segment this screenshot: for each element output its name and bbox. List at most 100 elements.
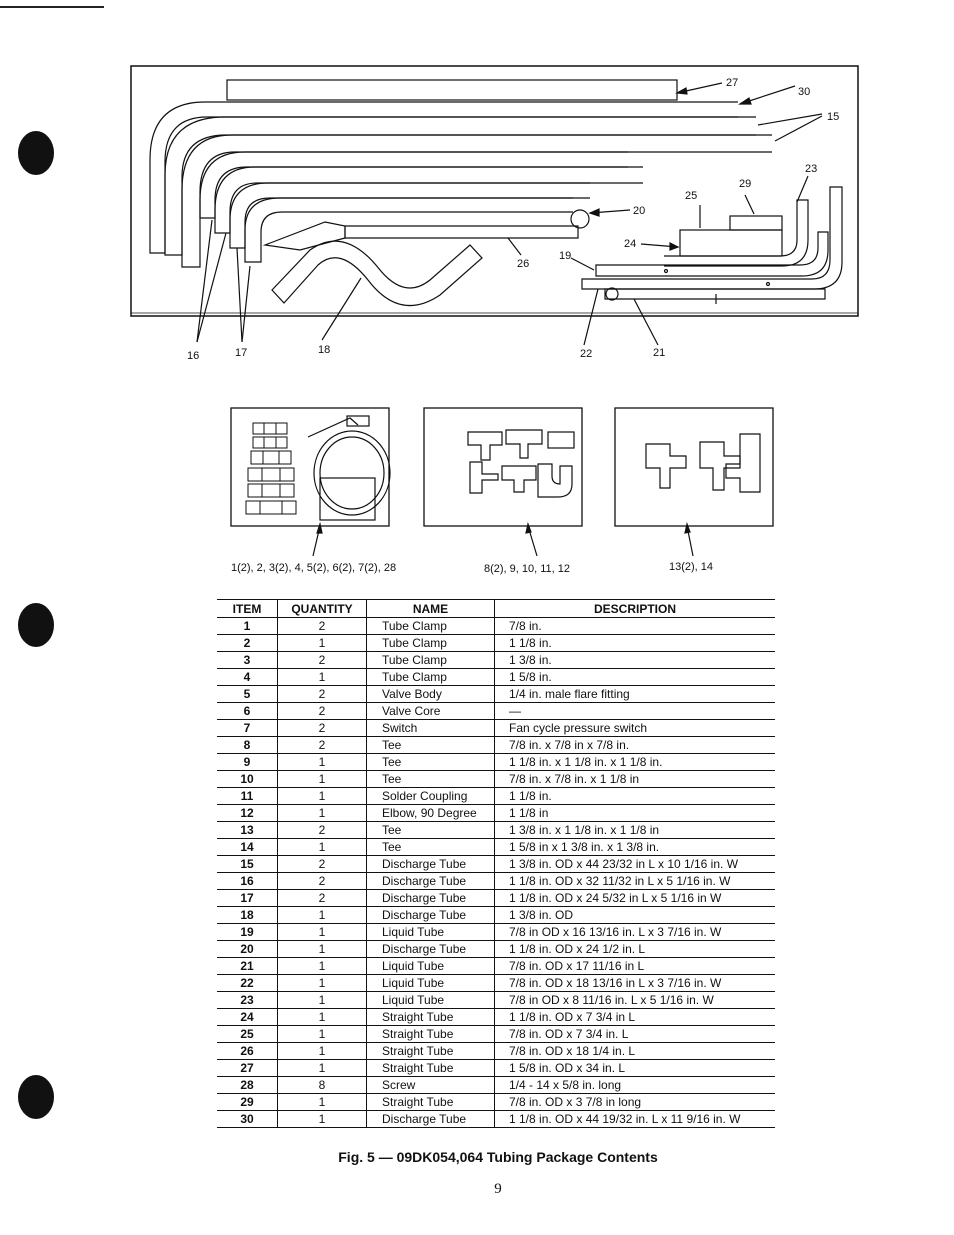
quantity-cell: 1 <box>277 634 367 652</box>
tee-icon <box>645 443 687 489</box>
quantity-cell: 1 <box>277 957 367 975</box>
description-cell: 1 3/8 in. OD x 44 23/32 in L x 10 1/16 i… <box>494 855 775 873</box>
description-cell: 1 5/8 in. <box>494 668 775 686</box>
quantity-cell: 1 <box>277 787 367 805</box>
figure-caption: Fig. 5 — 09DK054,064 Tubing Package Cont… <box>338 1149 658 1165</box>
description-cell: 1/4 - 14 x 5/8 in. long <box>494 1076 775 1094</box>
quantity-cell: 2 <box>277 872 367 890</box>
item-cell: 12 <box>217 804 278 822</box>
tubing-package-drawing <box>130 65 859 557</box>
description-cell: 1 1/8 in. OD x 24 5/32 in L x 5 1/16 in … <box>494 889 775 907</box>
description-cell: 7/8 in. x 7/8 in x 7/8 in. <box>494 736 775 754</box>
description-cell: 1 1/8 in. x 1 1/8 in. x 1 1/8 in. <box>494 753 775 771</box>
quantity-cell: 2 <box>277 702 367 720</box>
name-cell: Tee <box>366 753 495 771</box>
callout-18: 18 <box>318 344 331 356</box>
name-cell: Liquid Tube <box>366 974 495 992</box>
description-cell: 1 1/8 in. <box>494 787 775 805</box>
package-3-box <box>614 407 774 527</box>
quantity-cell: 1 <box>277 991 367 1009</box>
item-cell: 10 <box>217 770 278 788</box>
name-cell: Switch <box>366 719 495 737</box>
name-cell: Straight Tube <box>366 1042 495 1060</box>
name-cell: Discharge Tube <box>366 906 495 924</box>
name-cell: Valve Body <box>366 685 495 703</box>
description-cell: 1 3/8 in. <box>494 651 775 669</box>
name-cell: Discharge Tube <box>366 1110 495 1128</box>
name-cell: Elbow, 90 Degree <box>366 804 495 822</box>
item-cell: 6 <box>217 702 278 720</box>
header-item: ITEM <box>217 599 278 618</box>
quantity-cell: 8 <box>277 1076 367 1094</box>
name-cell: Tee <box>366 770 495 788</box>
quantity-cell: 1 <box>277 906 367 924</box>
package-1-caption: 1(2), 2, 3(2), 4, 5(2), 6(2), 7(2), 28 <box>231 562 397 574</box>
package-box <box>130 65 859 317</box>
tee-icon <box>469 461 499 494</box>
tube-27 <box>226 79 678 101</box>
name-cell: Straight Tube <box>366 1093 495 1111</box>
callout-30: 30 <box>798 86 811 98</box>
quantity-cell: 1 <box>277 1093 367 1111</box>
header-quantity: QUANTITY <box>277 599 367 618</box>
description-cell: 1 1/8 in. <box>494 634 775 652</box>
quantity-cell: 1 <box>277 1110 367 1128</box>
quantity-cell: 1 <box>277 940 367 958</box>
item-cell: 7 <box>217 719 278 737</box>
item-cell: 27 <box>217 1059 278 1077</box>
quantity-cell: 2 <box>277 821 367 839</box>
description-cell: 7/8 in. OD x 7 3/4 in. L <box>494 1025 775 1043</box>
quantity-cell: 1 <box>277 1025 367 1043</box>
tee-icon <box>501 465 537 493</box>
coupling-icon <box>547 431 575 449</box>
tee-icon <box>467 431 503 461</box>
tube-17b <box>229 182 590 249</box>
name-cell: Straight Tube <box>366 1008 495 1026</box>
quantity-cell: 2 <box>277 651 367 669</box>
tee-icon <box>505 429 543 459</box>
quantity-cell: 2 <box>277 617 367 635</box>
binder-punch-hole <box>18 131 54 175</box>
package-1-box <box>230 407 390 527</box>
description-cell: 1 1/8 in. OD x 44 19/32 in. L x 11 9/16 … <box>494 1110 775 1128</box>
item-cell: 26 <box>217 1042 278 1060</box>
quantity-cell: 1 <box>277 1008 367 1026</box>
tube-20 <box>244 197 573 263</box>
name-cell: Liquid Tube <box>366 957 495 975</box>
quantity-cell: 1 <box>277 974 367 992</box>
item-cell: 28 <box>217 1076 278 1094</box>
description-cell: 1 1/8 in. OD x 32 11/32 in L x 5 1/16 in… <box>494 872 775 890</box>
description-cell: 7/8 in OD x 8 11/16 in. L x 5 1/16 in. W <box>494 991 775 1009</box>
item-cell: 15 <box>217 855 278 873</box>
description-cell: 7/8 in OD x 16 13/16 in. L x 3 7/16 in. … <box>494 923 775 941</box>
item-cell: 24 <box>217 1008 278 1026</box>
description-cell: 7/8 in. OD x 18 1/4 in. L <box>494 1042 775 1060</box>
tee-icon <box>699 441 741 491</box>
item-cell: 30 <box>217 1110 278 1128</box>
description-cell: 1 3/8 in. x 1 1/8 in. x 1 1/8 in <box>494 821 775 839</box>
tube-30 <box>149 101 738 254</box>
callout-26: 26 <box>517 258 530 270</box>
item-cell: 11 <box>217 787 278 805</box>
quantity-cell: 2 <box>277 889 367 907</box>
item-cell: 22 <box>217 974 278 992</box>
